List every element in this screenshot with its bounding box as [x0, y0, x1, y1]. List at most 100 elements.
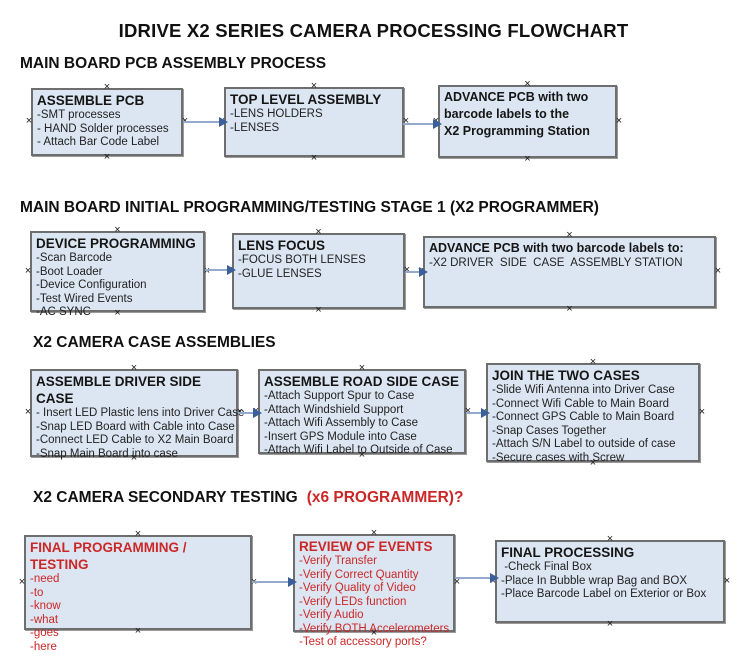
box-items: -SMT processes- HAND Solder processes- A…	[37, 109, 177, 150]
box-title: ASSEMBLE PCB	[37, 93, 145, 108]
box-item: -Scan Barcode	[36, 252, 113, 264]
connection-point-icon	[310, 82, 318, 90]
box-item: -Verify Correct Quantity	[299, 568, 419, 581]
arrowhead-icon	[227, 265, 236, 275]
arrowhead-icon	[219, 117, 228, 127]
box-item: -Connect GPS Cable to Main Board	[492, 411, 675, 423]
box-assemble-road-side-case: ASSEMBLE ROAD SIDE CASE -Attach Support …	[258, 369, 466, 456]
box-item: -GLUE LENSES	[238, 267, 322, 280]
box-assemble-driver-side-case: ASSEMBLE DRIVER SIDE CASE - Insert LED P…	[30, 369, 244, 460]
box-item: -to	[30, 586, 44, 599]
page-title: IDRIVE X2 SERIES CAMERA PROCESSING FLOWC…	[118, 20, 629, 41]
box-items: -Slide Wifi Antenna into Driver Case-Con…	[492, 384, 694, 465]
connector-arrow	[403, 118, 442, 130]
connection-point-icon	[358, 451, 366, 459]
box-item: -Connect LED Cable to X2 Main Board	[36, 434, 234, 446]
box-item: -FOCUS BOTH LENSES	[238, 254, 366, 266]
box-title: ASSEMBLE ROAD SIDE CASE	[264, 374, 460, 389]
connection-point-icon	[130, 364, 138, 372]
box-item: -Check Final Box	[501, 561, 592, 573]
section-heading-case-assemblies: X2 CAMERA CASE ASSEMBLIES	[33, 334, 276, 351]
box-title: DEVICE PROGRAMMING	[36, 236, 196, 251]
connector-line	[405, 271, 420, 273]
section-heading-initial-programming: MAIN BOARD INITIAL PROGRAMMING/TESTING S…	[20, 199, 599, 216]
connector-arrow	[405, 266, 428, 278]
box-item: -Verify BOTH Accelerometers	[299, 622, 450, 635]
box-items: -Attach Support Spur to Case-Attach Wind…	[264, 390, 460, 458]
box-title: TOP LEVEL ASSEMBLY	[230, 92, 382, 107]
connection-point-icon	[566, 231, 574, 239]
connection-point-icon	[698, 408, 706, 416]
section-heading-pcb-assembly: MAIN BOARD PCB ASSEMBLY PROCESS	[20, 55, 327, 72]
connector-line	[403, 123, 434, 125]
box-item: - HAND Solder processes	[37, 122, 169, 135]
box-item: -Attach Windshield Support	[264, 403, 404, 416]
arrowhead-icon	[481, 408, 490, 418]
box-item: -SMT processes	[37, 109, 121, 121]
box-item: - Insert LED Plastic lens into Driver Ca…	[36, 407, 245, 419]
box-device-programming: DEVICE PROGRAMMING -Scan Barcode-Boot Lo…	[30, 231, 205, 318]
box-items: -LENS HOLDERS-LENSES	[230, 108, 398, 135]
box-item: -Verify LEDs function	[299, 595, 407, 608]
connection-point-icon	[25, 117, 33, 125]
arrowhead-icon	[433, 119, 442, 129]
box-item: -need	[30, 573, 60, 585]
box-join-the-two-cases: JOIN THE TWO CASES -Slide Wifi Antenna i…	[486, 363, 700, 465]
box-title: ADVANCE PCB with two barcode labels to:	[429, 241, 684, 255]
connection-point-icon	[315, 228, 323, 236]
connection-point-icon	[370, 529, 378, 537]
box-item: -Test of accessory ports?	[299, 636, 427, 648]
box-item: -Attach Wifi Label to Outside of Case	[264, 444, 453, 456]
box-items: -Check Final Box-Place In Bubble wrap Ba…	[501, 561, 719, 602]
connection-point-icon	[566, 305, 574, 313]
box-items: - Insert LED Plastic lens into Driver Ca…	[36, 407, 245, 461]
box-item: -here	[30, 640, 57, 653]
section-heading-text: X2 CAMERA SECONDARY TESTING	[33, 489, 298, 506]
arrowhead-icon	[419, 267, 428, 277]
connection-point-icon	[24, 408, 32, 416]
connection-point-icon	[18, 578, 26, 586]
box-item: -Verify Quality of Video	[299, 582, 416, 594]
connector-arrow	[205, 264, 236, 276]
section-heading-secondary-testing: X2 CAMERA SECONDARY TESTING(x6 PROGRAMME…	[33, 489, 463, 507]
box-item: -Place Barcode Label on Exterior or Box	[501, 588, 707, 600]
box-title: FINAL PROGRAMMING / TESTING	[30, 540, 187, 572]
connection-point-icon	[103, 83, 111, 91]
box-item: -LENS HOLDERS	[230, 108, 323, 120]
connector-line	[455, 577, 491, 579]
box-title: LENS FOCUS	[238, 238, 326, 253]
connection-point-icon	[24, 267, 32, 275]
box-items: -FOCUS BOTH LENSES-GLUE LENSES	[238, 254, 399, 281]
box-top-level-assembly: TOP LEVEL ASSEMBLY -LENS HOLDERS-LENSES	[224, 87, 404, 157]
box-review-of-events: REVIEW OF EVENTS -Verify Transfer-Verify…	[293, 534, 455, 648]
box-assemble-pcb: ASSEMBLE PCB -SMT processes- HAND Solder…	[31, 88, 183, 156]
connection-point-icon	[114, 226, 122, 234]
box-title: FINAL PROCESSING	[501, 545, 635, 560]
connection-point-icon	[134, 530, 142, 538]
box-item: -Verify Transfer	[299, 555, 377, 567]
connector-arrow	[466, 407, 490, 419]
box-item: -what	[30, 613, 59, 626]
connector-line	[205, 269, 228, 271]
connector-arrow	[183, 116, 228, 128]
connection-point-icon	[606, 535, 614, 543]
box-item: -Slide Wifi Antenna into Driver Case	[492, 384, 675, 396]
connector-line	[466, 412, 482, 414]
box-title: ADVANCE PCB with two barcode labels to t…	[444, 90, 590, 138]
connector-line	[183, 121, 220, 123]
box-item: -Verify Audio	[299, 609, 364, 621]
arrowhead-icon	[490, 573, 499, 583]
arrowhead-icon	[288, 577, 297, 587]
box-item: -Secure cases with Screw	[492, 451, 625, 464]
connection-point-icon	[114, 309, 122, 317]
connection-point-icon	[315, 306, 323, 314]
connector-arrow	[238, 407, 262, 419]
connector-line	[238, 412, 254, 414]
connection-point-icon	[615, 117, 623, 125]
box-title: REVIEW OF EVENTS	[299, 539, 433, 554]
connection-point-icon	[370, 629, 378, 637]
connection-point-icon	[723, 577, 731, 585]
box-item: -X2 DRIVER SIDE CASE ASSEMBLY STATION	[429, 257, 683, 269]
box-item: -Connect Wifi Cable to Main Board	[492, 397, 670, 410]
